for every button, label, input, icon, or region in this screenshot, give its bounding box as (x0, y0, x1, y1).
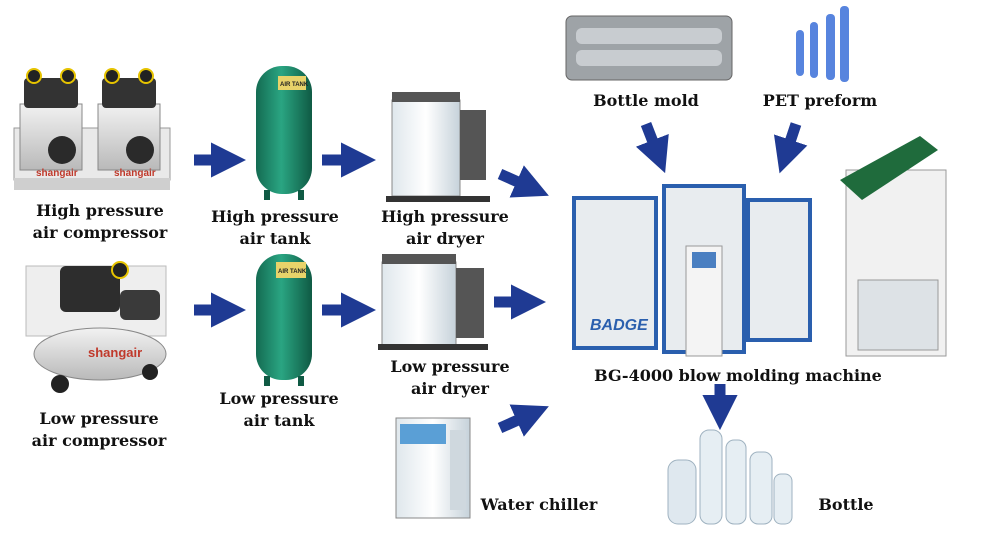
water-chiller-image (395, 417, 471, 519)
bottles-image (667, 429, 793, 525)
tank-badge-lp: AIR TANK (278, 269, 307, 275)
shangair-logo-hp-2: shangair (114, 168, 156, 179)
shangair-logo-hp: shangair (36, 168, 78, 179)
high-pressure-dryer-image (386, 92, 490, 202)
low-pressure-compressor-image (25, 261, 167, 393)
shangair-logo-lp: shangair (88, 345, 142, 360)
tank-badge-hp: AIR TANK (280, 82, 309, 88)
arrow-chiller-to-machine (497, 404, 549, 437)
flow-arrows (194, 122, 808, 437)
badge-logo: BADGE (590, 317, 649, 334)
arrow-preform-to-machine (773, 122, 808, 174)
arrow-mold-to-machine (635, 122, 669, 174)
label-pet-preform: PET preform (762, 91, 878, 110)
high-pressure-tank-image (256, 66, 312, 200)
label-bottle-mold: Bottle mold (593, 91, 699, 110)
low-pressure-dryer-image (378, 254, 488, 350)
arrow-hp-dryer-to-machine (497, 165, 549, 198)
blow-molding-machine-image (572, 136, 947, 357)
low-pressure-tank-image (256, 254, 312, 386)
label-blow-molding-machine: BG-4000 blow molding machine (594, 366, 882, 385)
pet-preform-image (796, 6, 849, 82)
label-bottle: Bottle (818, 495, 874, 514)
high-pressure-compressor-image (13, 68, 171, 190)
bottle-mold-image (565, 15, 733, 81)
label-water-chiller: Water chiller (480, 495, 598, 514)
